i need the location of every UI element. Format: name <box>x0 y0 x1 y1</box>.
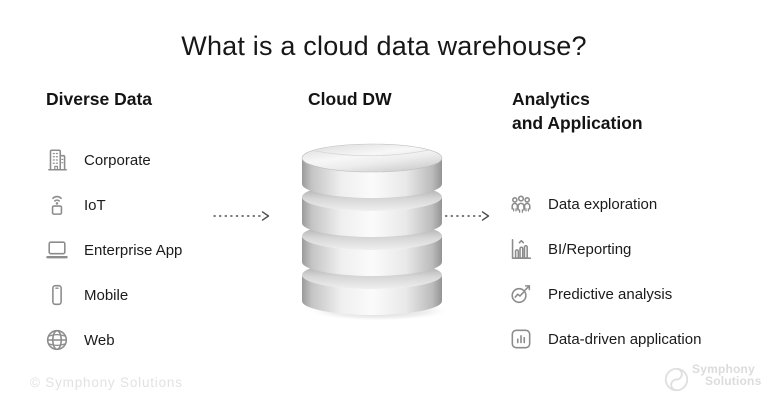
list-item-label: Data-driven application <box>548 330 702 348</box>
flow-arrow-right <box>438 209 500 223</box>
list-item-mobile: Mobile <box>44 282 182 308</box>
list-item-label: Mobile <box>84 286 129 304</box>
logo-wordmark: Symphony Solutions <box>692 362 762 388</box>
symphony-solutions-logo: Symphony Solutions <box>663 362 762 393</box>
list-item-label: Enterprise App <box>84 241 183 259</box>
list-item-corporate: Corporate <box>44 147 182 173</box>
database-illustration <box>301 143 447 321</box>
laptop-icon <box>44 237 70 263</box>
trend-magnifier-icon <box>508 281 534 307</box>
list-item-bi-reporting: BI/Reporting <box>508 236 701 262</box>
copyright-text: © Symphony Solutions <box>30 375 183 390</box>
analytics-list: Data exploration BI/Reporting <box>508 191 701 352</box>
list-item-label: IoT <box>84 196 106 214</box>
list-item-iot: IoT <box>44 192 182 218</box>
page-title: What is a cloud data warehouse? <box>181 31 587 61</box>
list-item-data-exploration: Data exploration <box>508 191 701 217</box>
list-item-label: Data exploration <box>548 195 658 213</box>
globe-icon <box>44 327 70 353</box>
heading-cloud-dw: Cloud DW <box>308 89 392 109</box>
heading-diverse-data: Diverse Data <box>46 89 153 109</box>
app-chart-icon <box>508 326 534 352</box>
logo-word-solutions: Solutions <box>705 373 762 388</box>
list-item-label: BI/Reporting <box>548 240 632 258</box>
bar-chart-icon <box>508 236 534 262</box>
list-item-label: Web <box>84 331 115 349</box>
list-item-predictive-analysis: Predictive analysis <box>508 281 701 307</box>
heading-analytics-and-application: Analytics and Application <box>512 87 643 135</box>
list-item-web: Web <box>44 327 182 353</box>
building-icon <box>44 147 70 173</box>
list-item-label: Predictive analysis <box>548 285 673 303</box>
symphony-swirl-icon <box>664 367 689 392</box>
diverse-data-list: Corporate IoT Enterprise App <box>44 147 182 353</box>
logo-word-symphony: Symphony <box>692 362 755 376</box>
iot-icon <box>44 192 70 218</box>
heading-analytics-line2: and Application <box>512 113 643 133</box>
list-item-data-driven-application: Data-driven application <box>508 326 701 352</box>
heading-analytics-line1: Analytics <box>512 89 590 109</box>
list-item-label: Corporate <box>84 151 151 169</box>
flow-arrow-left <box>212 209 274 223</box>
people-group-icon <box>508 191 534 217</box>
mobile-icon <box>44 282 70 308</box>
list-item-enterprise-app: Enterprise App <box>44 237 182 263</box>
